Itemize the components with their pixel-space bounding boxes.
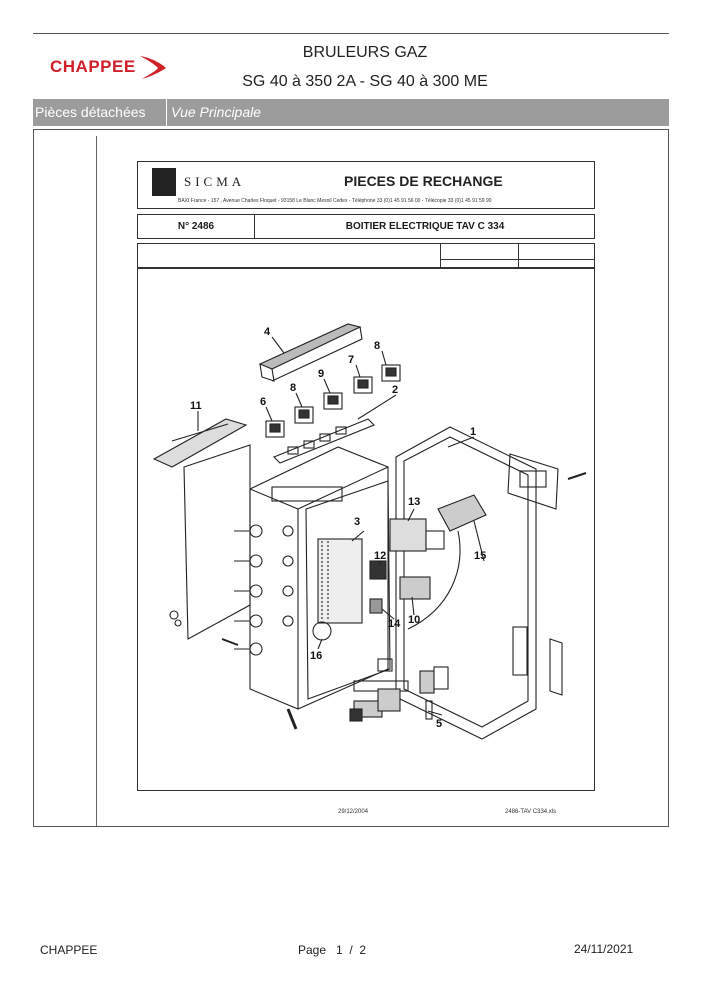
chappee-logo: CHAPPEE — [50, 52, 168, 82]
svg-text:16: 16 — [310, 650, 322, 662]
section-bar: Pièces détachées Vue Principale — [33, 99, 669, 126]
footer-company: CHAPPEE — [40, 943, 98, 957]
content-frame — [33, 129, 669, 827]
chevron-swoosh-icon — [139, 56, 166, 79]
number-row: N° 2486 BOITIER ELECTRIQUE TAV C 334 — [137, 214, 595, 239]
svg-text:15: 15 — [474, 550, 486, 562]
switch-9 — [323, 392, 343, 410]
svg-text:1: 1 — [470, 426, 476, 438]
view-label: Vue Principale — [171, 104, 262, 120]
page-subtitle: SG 40 à 350 2A - SG 40 à 300 ME — [242, 73, 488, 90]
exploded-diagram: 4 8 7 9 8 6 2 1 11 13 3 12 15 10 14 16 5 — [152, 323, 587, 740]
footer-date: 24/11/2021 — [574, 942, 634, 956]
footer-page: Page 1 / 2 — [298, 943, 367, 957]
blank-info-row — [137, 243, 595, 268]
svg-text:14: 14 — [388, 618, 401, 630]
part-number: N° 2486 — [138, 215, 255, 238]
svg-text:2: 2 — [392, 384, 398, 396]
sheet-header: SICMA PIECES DE RECHANGE BAXI France - 1… — [137, 161, 595, 209]
sheet-heading: PIECES DE RECHANGE — [344, 173, 503, 189]
svg-text:9: 9 — [318, 368, 324, 380]
svg-text:7: 7 — [348, 354, 354, 366]
svg-text:10: 10 — [408, 614, 420, 626]
switch-8b — [294, 406, 314, 424]
exploded-view-drawing: 4 8 7 9 8 6 2 1 11 13 3 12 15 10 14 16 5 — [137, 268, 595, 791]
svg-text:12: 12 — [374, 550, 386, 562]
frame-divider — [96, 136, 97, 826]
sicma-logo-mark — [152, 168, 176, 196]
logo-text: CHAPPEE — [50, 57, 136, 76]
section-label: Pièces détachées — [33, 99, 167, 126]
svg-text:3: 3 — [354, 516, 360, 528]
switch-7 — [353, 376, 373, 394]
svg-text:11: 11 — [190, 400, 202, 412]
svg-text:8: 8 — [374, 340, 380, 352]
svg-text:5: 5 — [436, 718, 442, 730]
svg-text:13: 13 — [408, 496, 420, 508]
company-name: SICMA — [184, 174, 246, 189]
switch-6 — [265, 420, 285, 438]
svg-text:8: 8 — [290, 382, 296, 394]
svg-text:6: 6 — [260, 396, 266, 408]
switch-8a — [381, 364, 401, 382]
spare-parts-sheet: SICMA PIECES DE RECHANGE BAXI France - 1… — [137, 161, 595, 791]
company-address: BAXI France - 157 , Avenue Charles Floqu… — [178, 198, 492, 204]
sheet-date: 29/12/2004 — [338, 809, 369, 815]
item-title: BOITIER ELECTRIQUE TAV C 334 — [345, 221, 505, 232]
page-title: BRULEURS GAZ — [302, 44, 428, 61]
top-rule — [33, 33, 669, 34]
svg-text:4: 4 — [264, 326, 271, 338]
sheet-file: 2486-TAV C334.xls — [505, 809, 557, 815]
